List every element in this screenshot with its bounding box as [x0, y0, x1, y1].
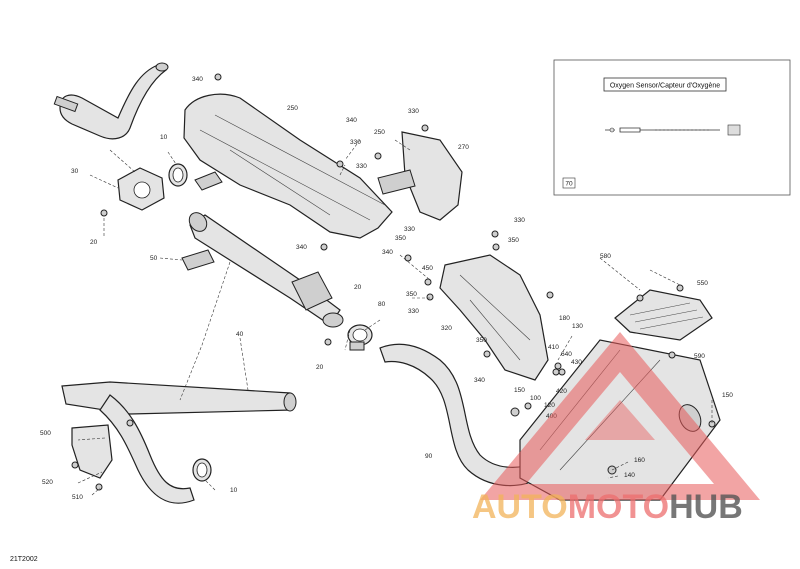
callout-40: 40: [236, 331, 244, 338]
callout-120: 120: [544, 402, 555, 409]
inset-title: Oxygen Sensor/Capteur d'Oxygène: [610, 83, 720, 90]
part-grille-cover: [614, 289, 713, 341]
part-clamp: [347, 324, 373, 351]
callout-340: 340: [474, 377, 485, 384]
callout-340: 340: [346, 117, 357, 124]
watermark-moto: MOTO: [568, 488, 669, 526]
callout-330: 330: [404, 226, 415, 233]
callout-350: 350: [395, 235, 406, 242]
part-gasket-ring-upper: [168, 163, 188, 187]
callout-250: 250: [287, 105, 298, 112]
watermark-triangle-icon: [480, 332, 760, 500]
callout-labels: 3402503010340330330250270205034033035034…: [40, 76, 733, 501]
callout-510: 510: [72, 494, 83, 501]
callout-410: 410: [548, 344, 559, 351]
part-springs-upper: [181, 171, 223, 271]
callout-140: 140: [624, 472, 635, 479]
callout-350: 350: [508, 237, 519, 244]
callout-340: 340: [192, 76, 203, 83]
watermark-auto: AUTO: [472, 488, 568, 526]
callout-180: 180: [559, 315, 570, 322]
callout-640: 640: [561, 351, 572, 358]
callout-350: 350: [476, 337, 487, 344]
callout-130: 130: [572, 323, 583, 330]
inset-ref-label: 70: [565, 181, 573, 188]
callout-350: 350: [406, 291, 417, 298]
part-gasket-ring-lower: [192, 458, 212, 482]
callout-20: 20: [316, 364, 324, 371]
oxygen-sensor-inset: Oxygen Sensor/Capteur d'Oxygène 70: [553, 59, 791, 196]
callout-20: 20: [354, 284, 362, 291]
callout-20: 20: [90, 239, 98, 246]
callout-580: 580: [600, 253, 611, 260]
callout-10: 10: [230, 487, 238, 494]
callout-150: 150: [514, 387, 525, 394]
oxygen-sensor-icon: [605, 124, 741, 136]
part-lower-exhaust-assembly: [61, 381, 297, 504]
callout-250: 250: [374, 129, 385, 136]
callout-330: 330: [350, 139, 361, 146]
leader-lines: [77, 139, 713, 496]
callout-430: 430: [571, 359, 582, 366]
callout-320: 320: [441, 325, 452, 332]
svg-text:AUTOMOTOHUB: AUTOMOTOHUB: [472, 488, 743, 526]
part-middle-pipe: [188, 212, 344, 328]
callout-450: 450: [422, 265, 433, 272]
callout-270: 270: [458, 144, 469, 151]
callout-330: 330: [514, 217, 525, 224]
callout-90: 90: [425, 453, 433, 460]
diagram-code: 21T2002: [10, 556, 38, 563]
part-fasteners: [71, 73, 716, 491]
callout-30: 30: [71, 168, 79, 175]
callout-330: 330: [356, 163, 367, 170]
part-heat-shield-middle: [439, 254, 549, 381]
callout-520: 520: [42, 479, 53, 486]
callout-340: 340: [296, 244, 307, 251]
watermark: AUTOMOTOHUB: [472, 332, 760, 526]
callout-500: 500: [40, 430, 51, 437]
callout-80: 80: [378, 301, 386, 308]
callout-340: 340: [382, 249, 393, 256]
part-exhaust-flange: [117, 167, 165, 211]
callout-150: 150: [722, 392, 733, 399]
callout-590: 590: [694, 353, 705, 360]
callout-10: 10: [160, 134, 168, 141]
part-heat-shield-small: [377, 131, 463, 221]
callout-420: 420: [556, 388, 567, 395]
part-heat-shield-large: [183, 93, 393, 239]
part-header-pipe-upper: [53, 62, 169, 140]
watermark-hub: HUB: [669, 488, 743, 526]
part-bracket: [71, 424, 113, 479]
callout-330: 330: [408, 108, 419, 115]
callout-160: 160: [634, 457, 645, 464]
callout-100: 100: [530, 395, 541, 402]
callout-550: 550: [697, 280, 708, 287]
callout-330: 330: [408, 308, 419, 315]
callout-50: 50: [150, 255, 158, 262]
